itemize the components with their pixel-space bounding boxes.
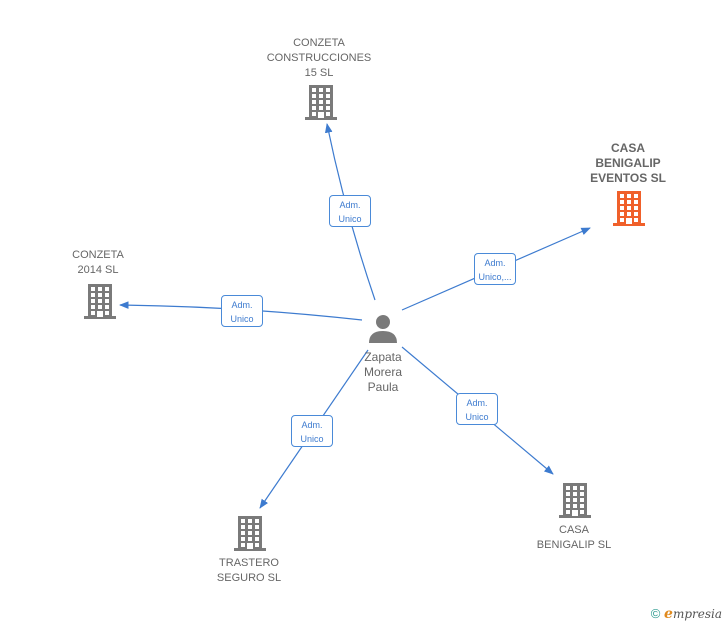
copyright-footer: © empresia bbox=[651, 606, 722, 622]
building-icon[interactable] bbox=[559, 483, 591, 518]
building-icon[interactable] bbox=[613, 191, 645, 226]
edge-label-casa-benigalip-eventos[interactable]: Adm. Unico,... bbox=[474, 253, 516, 285]
node-label-trastero-seguro[interactable]: TRASTERO SEGURO SL bbox=[216, 557, 282, 584]
person-icon[interactable] bbox=[369, 315, 397, 343]
edge-label-trastero-seguro[interactable]: Adm. Unico bbox=[291, 415, 333, 447]
node-label-casa-benigalip[interactable]: CASA BENIGALIP SL bbox=[536, 524, 612, 551]
edge-label-conzeta-construcciones[interactable]: Adm. Unico bbox=[329, 195, 371, 227]
node-label-casa-benigalip-eventos[interactable]: CASA BENIGALIP EVENTOS SL bbox=[590, 141, 666, 185]
building-icon[interactable] bbox=[84, 284, 116, 319]
node-label-conzeta-2014[interactable]: CONZETA 2014 SL bbox=[72, 249, 124, 276]
node-label-conzeta-construcciones[interactable]: CONZETA CONSTRUCCIONES 15 SL bbox=[266, 37, 372, 79]
building-icon[interactable] bbox=[234, 516, 266, 551]
edge-label-casa-benigalip[interactable]: Adm. Unico bbox=[456, 393, 498, 425]
edge-label-conzeta-2014[interactable]: Adm. Unico bbox=[221, 295, 263, 327]
copyright-symbol: © bbox=[650, 606, 661, 621]
building-icon[interactable] bbox=[305, 85, 337, 120]
center-person-name[interactable]: Zapata Morera Paula bbox=[363, 350, 403, 394]
empresia-logo[interactable]: empresia bbox=[664, 606, 722, 622]
